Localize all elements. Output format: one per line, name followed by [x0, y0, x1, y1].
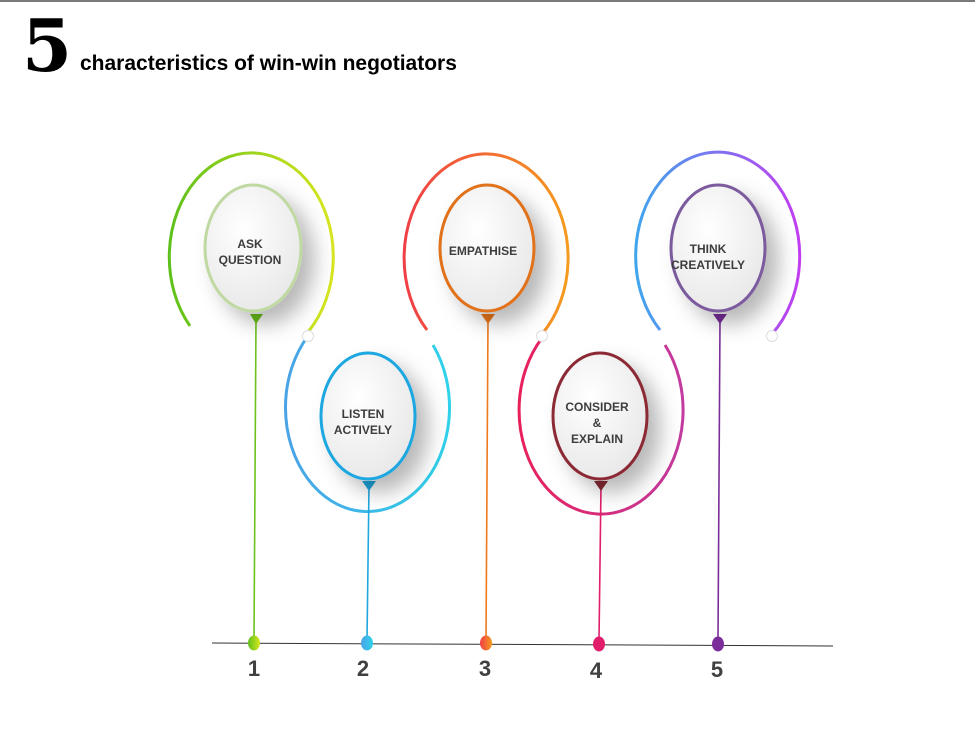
title-number: 5: [22, 3, 73, 88]
step-number-2: 2: [356, 656, 370, 681]
bubble-label-1: ASK QUESTION: [218, 237, 282, 267]
bubble-label-3: EMPATHISE: [448, 244, 518, 258]
stem-3: [485, 319, 489, 641]
page-title: characteristics of win-win negotiators: [80, 52, 457, 75]
pointer-3: [481, 314, 495, 324]
bubble-1: [203, 183, 303, 313]
step-number-5: 5: [710, 657, 724, 682]
joint-dot-3: [766, 330, 778, 342]
stem-5: [717, 319, 721, 641]
base-dot-2: [361, 635, 373, 651]
stem-1: [253, 317, 257, 641]
bubble-label-4: CONSIDER & EXPLAIN: [565, 400, 629, 446]
pointer-2: [362, 481, 376, 491]
stem-2: [366, 485, 370, 641]
pointer-4: [594, 481, 608, 491]
base-dot-5: [712, 636, 724, 652]
base-dot-3: [480, 635, 492, 651]
joint-dot-1: [302, 330, 314, 342]
bubble-label-5: THINK CREATIVELY: [670, 242, 745, 272]
bubble-4: [551, 351, 649, 481]
base-dot-1: [248, 635, 260, 651]
joint-dot-2: [536, 330, 548, 342]
step-number-1: 1: [247, 656, 261, 681]
ring-arc-3: [402, 152, 570, 335]
bubble-label-2: LISTEN ACTIVELY: [333, 407, 393, 437]
bubble-3: [438, 183, 536, 313]
ring-arc-1: [167, 151, 335, 333]
pointer-5: [713, 314, 727, 324]
step-number-3: 3: [478, 656, 492, 681]
stem-4: [598, 485, 602, 641]
bubble-2: [319, 351, 417, 481]
bubble-5: [669, 183, 767, 313]
ring-arc-4: [517, 337, 685, 516]
top-border-line: [0, 0, 975, 2]
ring-arc-2: [284, 335, 451, 514]
pointer-1: [250, 314, 263, 324]
step-number-4: 4: [589, 658, 603, 683]
base-dot-4: [593, 636, 605, 652]
timeline-baseline: [211, 642, 834, 647]
ring-arc-5: [634, 150, 802, 335]
